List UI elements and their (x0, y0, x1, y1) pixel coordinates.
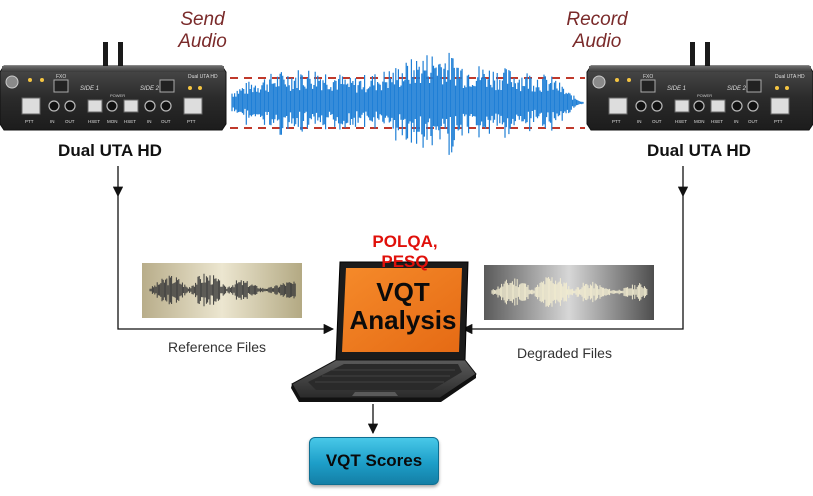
svg-text:HSET: HSET (124, 119, 136, 124)
fxo-port (640, 79, 656, 93)
left-device-title: Dual UTA HD (58, 141, 162, 160)
svg-text:SIDE 2: SIDE 2 (140, 86, 160, 92)
svg-text:IN: IN (50, 119, 55, 124)
svg-text:PTT: PTT (612, 119, 621, 124)
right-device-title: Dual UTA HD (647, 141, 751, 160)
audio-jack (106, 100, 118, 112)
svg-text:HSET: HSET (711, 119, 723, 124)
led-icon (198, 86, 202, 90)
audio-jack (64, 100, 76, 112)
svg-text:POWER: POWER (697, 93, 712, 98)
led-icon (28, 78, 32, 82)
touchpad (352, 392, 398, 396)
antenna (103, 42, 108, 66)
svg-text:OUT: OUT (161, 119, 171, 124)
led-icon (40, 78, 44, 82)
reference-files-thumbnail (142, 263, 302, 318)
reference-files-label: Reference Files (168, 339, 267, 355)
waveform-path (231, 52, 584, 155)
hset-port (710, 99, 726, 113)
svg-text:IN: IN (637, 119, 642, 124)
svg-text:MON: MON (107, 119, 118, 124)
svg-text:PTT: PTT (774, 119, 783, 124)
svg-text:HSET: HSET (675, 119, 687, 124)
svg-text:PTT: PTT (25, 119, 34, 124)
antenna (690, 42, 695, 66)
svg-text:SIDE 1: SIDE 1 (80, 86, 99, 92)
svg-text:FXO: FXO (643, 74, 653, 80)
led-icon (627, 78, 631, 82)
degraded-files-thumbnail (484, 265, 654, 320)
thumbnail-waveform-path (149, 273, 296, 307)
led-icon (188, 86, 192, 90)
thumbnail-waveform-path (491, 277, 648, 307)
audio-jack (144, 100, 156, 112)
svg-text:Dual UTA HD: Dual UTA HD (188, 74, 218, 80)
antenna (705, 42, 710, 66)
reference-connector (117, 196, 335, 335)
degraded-connector (461, 196, 684, 335)
send-audio-label: Send Audio (178, 9, 227, 52)
left-device: FXO SIDE 1 SIDE 2 POWER Dual UTA HD PTT … (0, 42, 227, 131)
fxo-port (746, 79, 762, 93)
audio-jack (48, 100, 60, 112)
waveform-bars (231, 52, 584, 155)
screen-line-2: Analysis (349, 305, 457, 335)
svg-text:Dual UTA HD: Dual UTA HD (775, 74, 805, 80)
laptop (291, 261, 477, 402)
vqt-scores-button[interactable]: VQT Scores (309, 437, 439, 485)
degraded-files-label: Degraded Files (517, 345, 612, 361)
ptt-port (183, 97, 203, 115)
svg-text:SIDE 2: SIDE 2 (727, 86, 747, 92)
audio-waveform (230, 52, 585, 155)
screen-line-1: VQT (376, 277, 430, 307)
antenna (118, 42, 123, 66)
audio-jack (747, 100, 759, 112)
laptop-screen (342, 268, 462, 352)
screen-title: VQT Analysis (344, 278, 462, 334)
fxo-port (53, 79, 69, 93)
audio-jack (160, 100, 172, 112)
record-audio-label: Record Audio (566, 9, 628, 52)
audio-jack (693, 100, 705, 112)
svg-text:POWER: POWER (110, 93, 125, 98)
hset-port (123, 99, 139, 113)
led-icon (615, 78, 619, 82)
svg-text:IN: IN (734, 119, 739, 124)
led-icon (775, 86, 779, 90)
svg-text:OUT: OUT (652, 119, 662, 124)
svg-text:FXO: FXO (56, 74, 66, 80)
audio-jack (635, 100, 647, 112)
audio-jack (651, 100, 663, 112)
svg-text:MON: MON (694, 119, 705, 124)
svg-text:PTT: PTT (187, 119, 196, 124)
ptt-port (770, 97, 790, 115)
ptt-port (608, 97, 628, 115)
led-icon (785, 86, 789, 90)
logo-icon (5, 75, 19, 89)
logo-icon (592, 75, 606, 89)
svg-text:SIDE 1: SIDE 1 (667, 86, 686, 92)
hset-port (87, 99, 103, 113)
audio-jack (731, 100, 743, 112)
hset-port (674, 99, 690, 113)
svg-text:HSET: HSET (88, 119, 100, 124)
right-device: FXO SIDE 1 SIDE 2 POWER Dual UTA HD PTT … (586, 42, 813, 131)
algorithm-label: POLQA, PESQ (372, 232, 438, 271)
fxo-port (159, 79, 175, 93)
ptt-port (21, 97, 41, 115)
svg-text:OUT: OUT (65, 119, 75, 124)
svg-text:OUT: OUT (748, 119, 758, 124)
svg-text:IN: IN (147, 119, 152, 124)
